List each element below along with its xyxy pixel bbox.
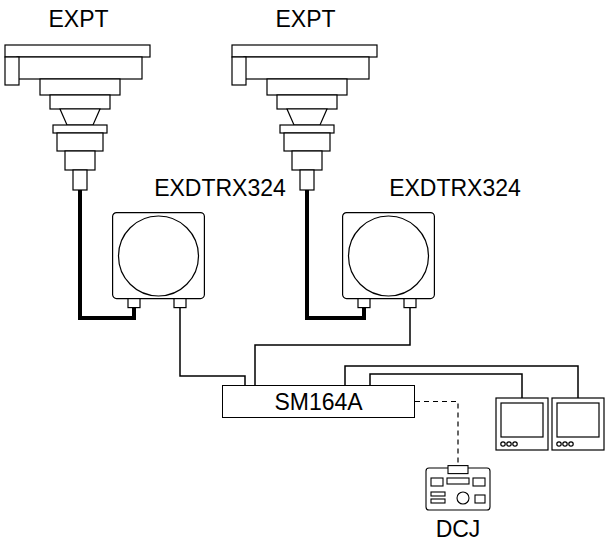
cable-gland (65, 151, 95, 170)
junction-box: EXDTRX324 (112, 212, 205, 308)
camera-neck (60, 109, 100, 125)
key-block (431, 478, 443, 486)
keyboard-body (426, 468, 490, 510)
device-label: EXDTRX324 (154, 174, 286, 202)
control-keyboard: DCJ (425, 465, 491, 545)
device-label: SM164A (274, 388, 362, 416)
mount-flange (284, 133, 330, 151)
junction-housing (343, 213, 435, 299)
key-block (431, 492, 445, 496)
mount-flange (57, 133, 103, 151)
camera-sunshade (232, 45, 377, 57)
jbox-illustration (112, 212, 205, 308)
camera-unit: EXPT (5, 5, 152, 190)
joystick (457, 492, 469, 504)
key-block (475, 495, 485, 503)
camera-front (232, 57, 246, 85)
cable-gland (73, 170, 87, 190)
pan-tilt-head (267, 79, 347, 95)
cable-connector (404, 299, 416, 308)
key-block (473, 478, 485, 486)
pan-tilt-head (277, 95, 337, 109)
key-block (431, 499, 445, 503)
cable-connector (174, 299, 186, 308)
camera-housing (17, 57, 142, 79)
camera-neck (287, 109, 327, 125)
camera-housing (244, 57, 369, 79)
pan-tilt-head (40, 79, 120, 95)
camera-sunshade (5, 45, 150, 57)
data-cable (180, 308, 245, 385)
monitor-symbol (552, 398, 604, 450)
key-block (447, 478, 469, 484)
monitor-symbol (496, 398, 548, 450)
device-label: DCJ (436, 515, 481, 543)
cable-connector (128, 299, 140, 308)
device-label: EXDTRX324 (389, 174, 521, 202)
matrix-switcher: SM164A (222, 385, 415, 418)
cable-gland (292, 151, 322, 170)
camera-illustration (5, 5, 152, 190)
mount-flange (53, 125, 107, 133)
camera-front (5, 57, 19, 85)
device-label: EXPT (5, 5, 152, 33)
camera-unit: EXPT (232, 5, 379, 190)
keyboard-display (448, 466, 468, 474)
control-line (415, 402, 458, 466)
device-label: EXPT (232, 5, 379, 33)
junction-lid (119, 216, 199, 296)
mount-flange (280, 125, 334, 133)
junction-box: EXDTRX324 (342, 212, 435, 308)
junction-lid (349, 216, 429, 296)
cable-gland (300, 170, 314, 190)
jbox-illustration (342, 212, 435, 308)
cable-connector (358, 299, 370, 308)
junction-housing (113, 213, 205, 299)
pan-tilt-head (50, 95, 110, 109)
camera-illustration (232, 5, 379, 190)
